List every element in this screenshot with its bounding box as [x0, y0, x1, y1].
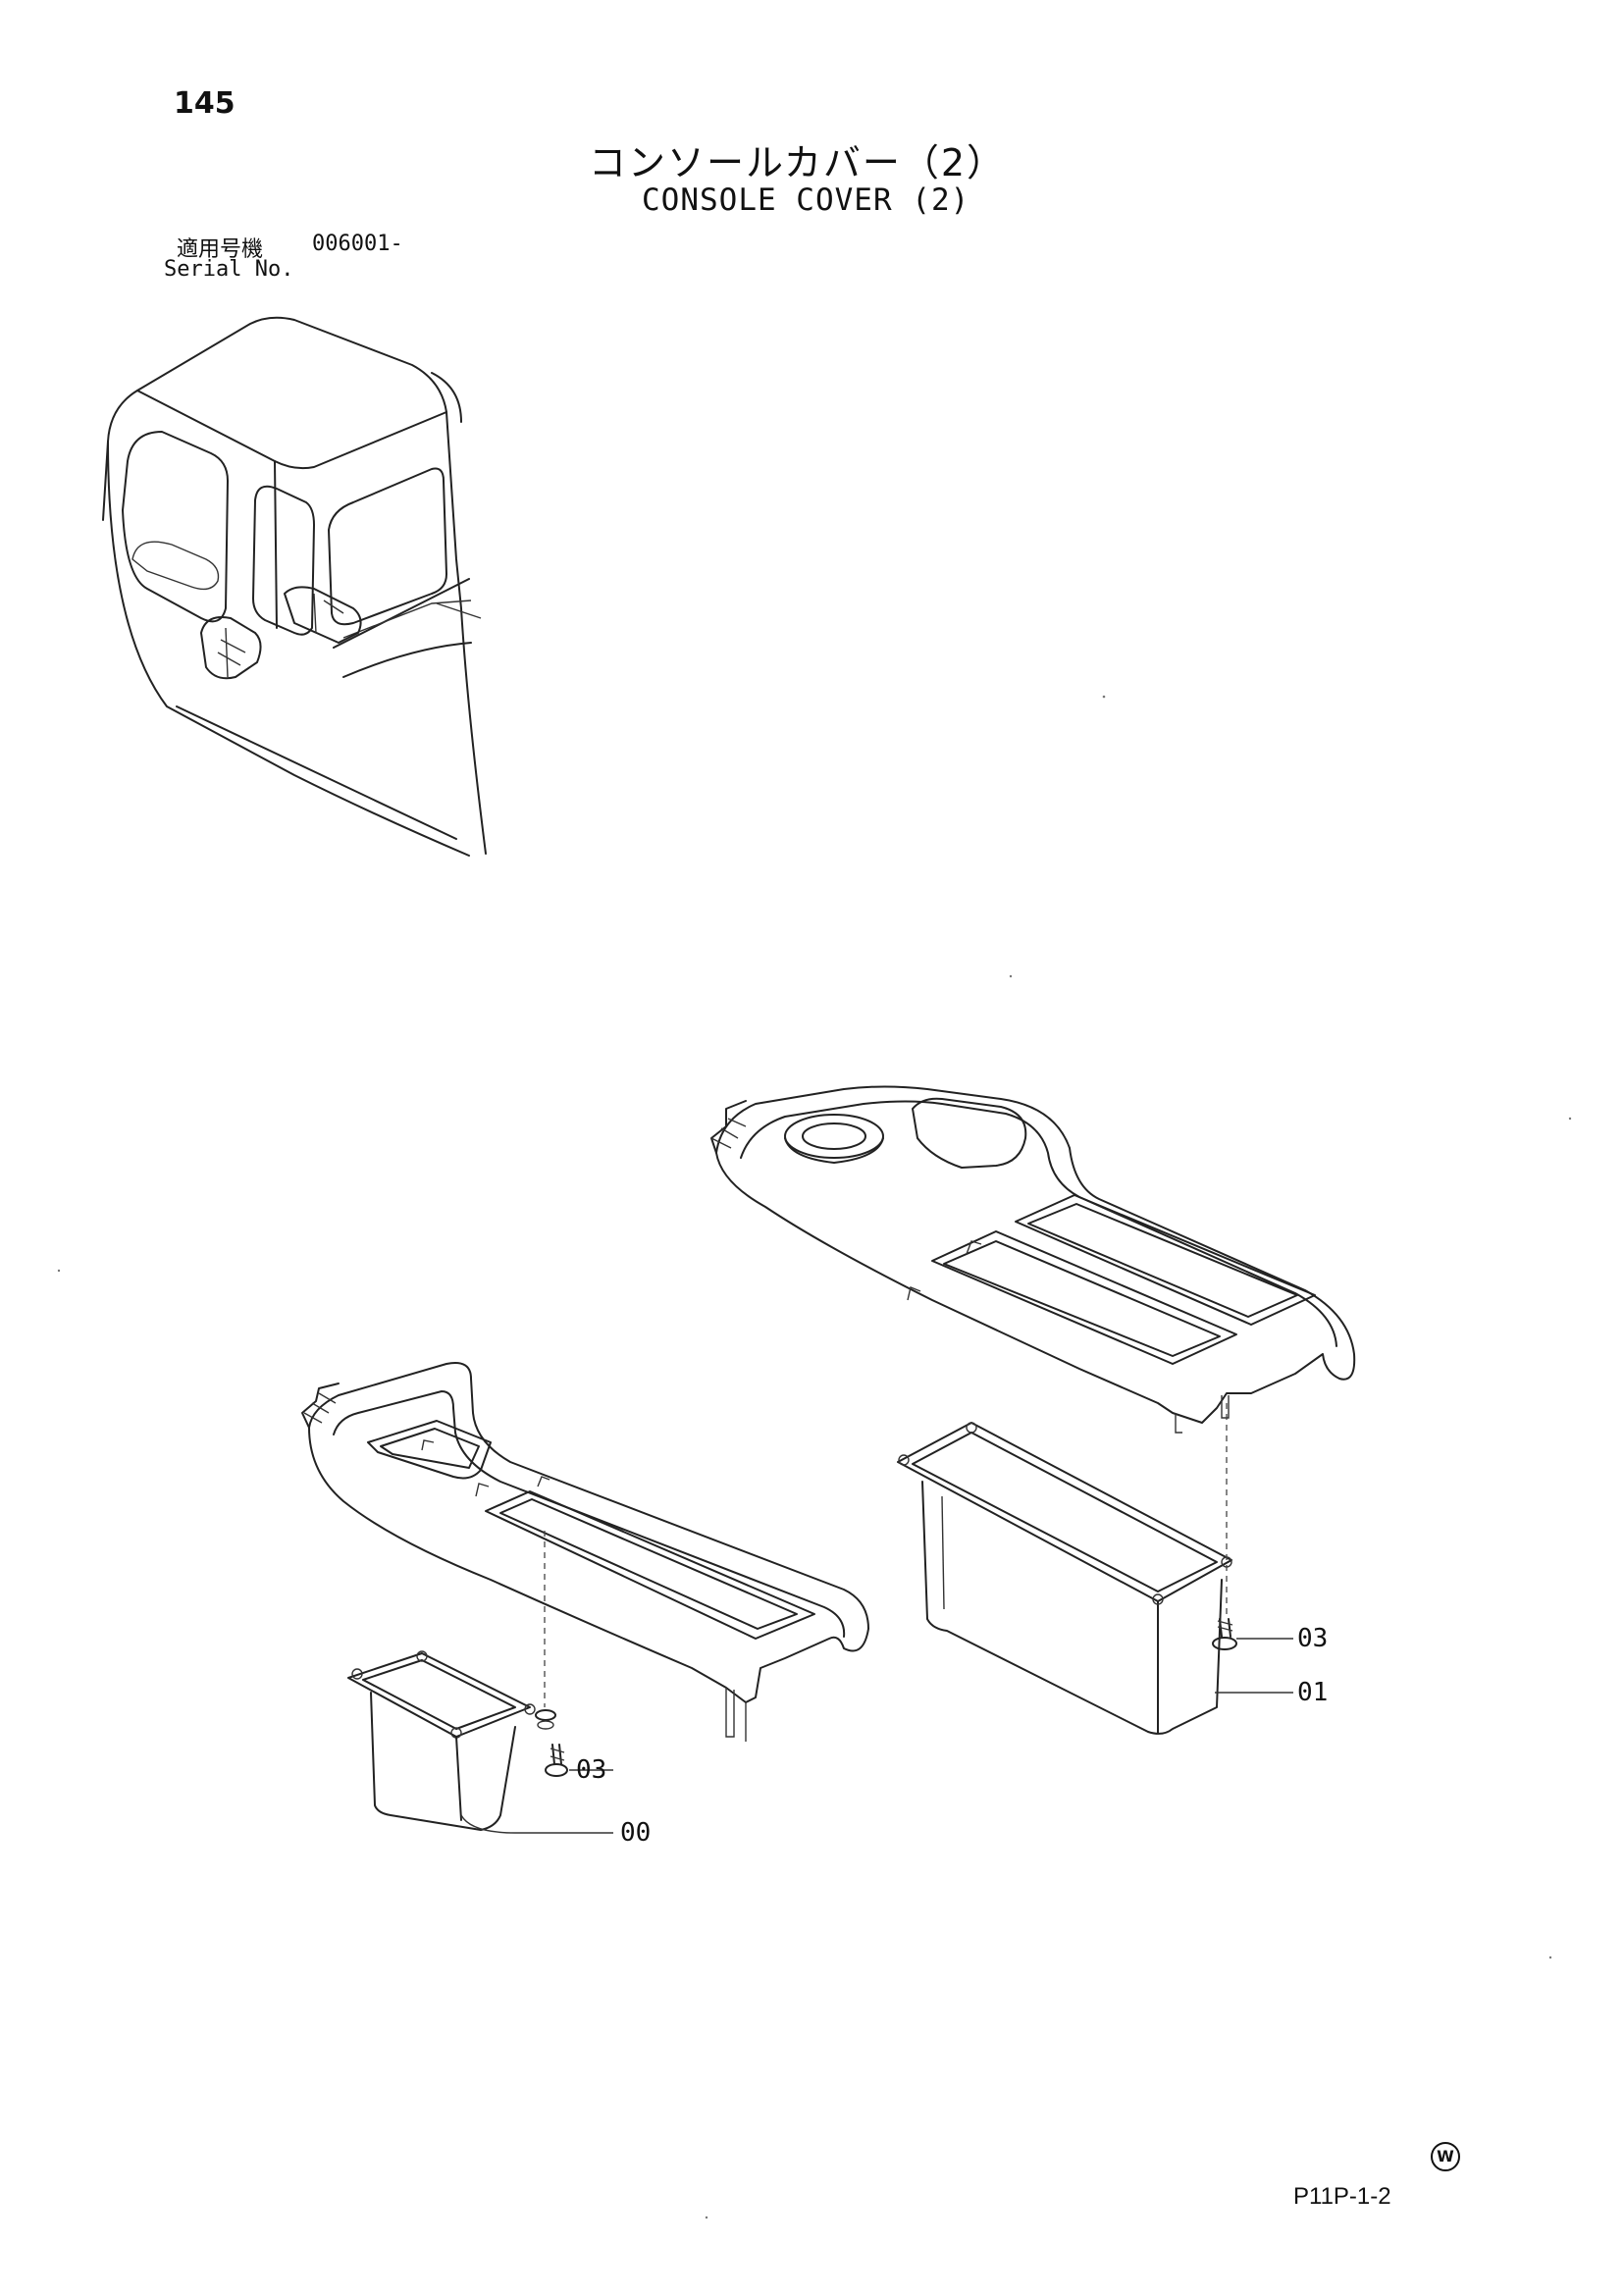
scan-noise [57, 695, 1572, 2219]
serial-number-value: 006001- [312, 232, 403, 256]
drawing-code: P11P-1-2 [1293, 2183, 1391, 2210]
serial-label-english: Serial No. [164, 257, 294, 282]
callout-right-screw: 03 [1297, 1624, 1329, 1653]
cab-overview-illustration [102, 316, 487, 857]
page-title-japanese: コンソールカバー（2） [589, 141, 1007, 184]
serial-label-japanese: 適用号機 [177, 237, 264, 262]
page-number: 145 [174, 86, 236, 121]
callout-right-box: 01 [1297, 1678, 1329, 1707]
callout-left-box: 00 [620, 1818, 652, 1848]
console-cover-right [710, 1085, 1356, 1434]
page-title-english: CONSOLE COVER (2) [642, 183, 970, 218]
console-cover-left [301, 1362, 869, 1742]
callout-left-screw: 03 [576, 1755, 607, 1785]
storage-box-right [897, 1403, 1293, 1735]
w-mark: W [1431, 2142, 1460, 2171]
storage-box-left [347, 1531, 613, 1834]
